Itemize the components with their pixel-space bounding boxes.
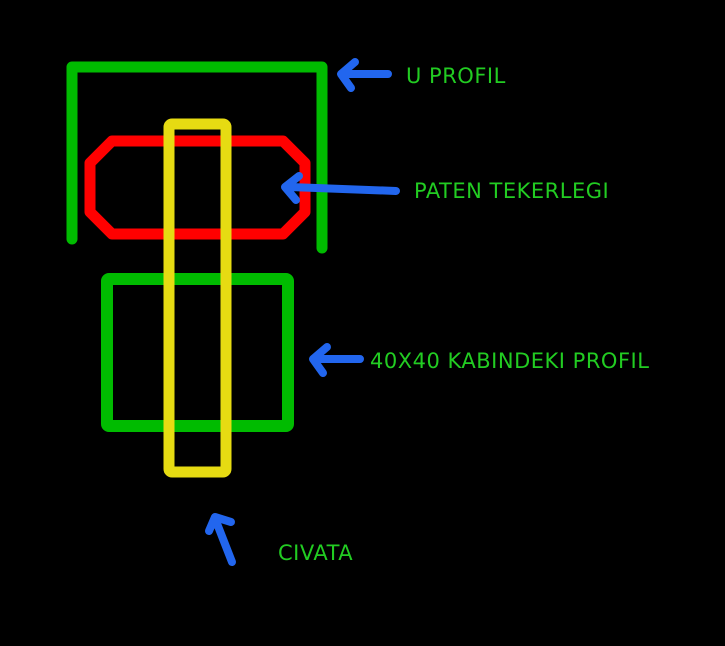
cabin-profile-shape <box>101 273 294 432</box>
label-cabin-profile: 40X40 KABINDEKI PROFIL <box>370 349 649 373</box>
label-bolt: CIVATA <box>278 541 353 565</box>
caster-wheel-shape <box>84 135 311 240</box>
arrow-icon <box>281 172 400 204</box>
arrow-icon <box>337 58 392 92</box>
arrow-icon <box>205 513 236 566</box>
arrow-icon <box>309 343 364 377</box>
label-caster-wheel: PATEN TEKERLEGI <box>414 179 609 203</box>
u-profile-shape <box>66 61 328 254</box>
label-u-profile: U PROFIL <box>406 64 506 88</box>
bolt-shape <box>163 118 232 478</box>
